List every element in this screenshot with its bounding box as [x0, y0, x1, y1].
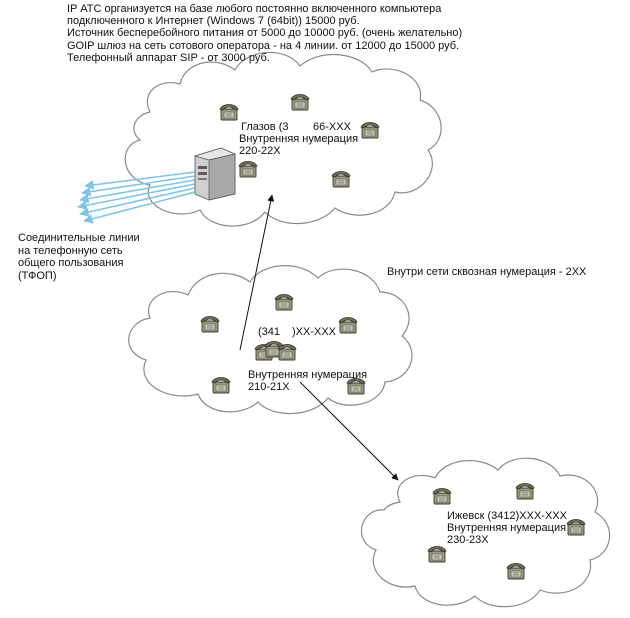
pstn-line: (ТФОП): [18, 269, 57, 282]
ip-phone-icon: [274, 294, 294, 311]
header-line: подключенного к Интернет (Windows 7 (64b…: [67, 15, 360, 28]
izhevsk-number: Ижевск (3412)XXX-XXX: [447, 510, 567, 522]
glazov-number-part1: Глазов (3: [241, 121, 289, 133]
server-icon: [193, 147, 237, 201]
cloud-izhevsk: [360, 457, 611, 608]
izhevsk-internal-label: Внутренняя нумерация: [447, 522, 567, 534]
cloud-middle: [128, 265, 413, 415]
ip-phone-icon: [432, 488, 452, 505]
pstn-lines: [77, 171, 196, 224]
izhevsk-internal-range: 230-23X: [447, 534, 489, 546]
header-text-block: IP АТС организуется на базе любого посто…: [67, 3, 462, 64]
connector-middle-to-glazov: [239, 194, 275, 351]
middle-internal-label: Внутренняя нумерация: [248, 369, 368, 381]
middle-number-part2: )XX-XXX: [292, 326, 337, 338]
header-line: IP АТС организуется на базе любого посто…: [67, 3, 442, 15]
middle-internal-range: 210-21X: [248, 381, 290, 393]
ip-phone-icon: [211, 377, 231, 394]
header-line: Телефонный аппарат SIP - от 3000 руб.: [67, 51, 270, 64]
pstn-label: Соединительные линии на телефонную сеть …: [18, 232, 140, 282]
middle-number-part1: (341: [258, 326, 281, 338]
ip-phone-icon: [200, 316, 220, 333]
pstn-line: на телефонную сеть: [18, 244, 123, 257]
ip-phone-icon: [566, 519, 586, 536]
ip-phone-icon: [515, 483, 535, 500]
ip-phone-icon: [290, 94, 310, 111]
header-line: GOIP шлюз на сеть сотового оператора - н…: [67, 39, 460, 52]
ip-phone-icon: [331, 171, 351, 188]
ip-phone-icon: [238, 161, 258, 178]
connector-middle-to-izhevsk: [299, 381, 399, 481]
glazov-number-part2: 66-XXX: [313, 121, 351, 133]
ip-phone-icon: [506, 563, 526, 580]
header-line: Источник бесперебойного питания от 5000 …: [67, 27, 463, 40]
ip-phone-icon: [427, 546, 447, 563]
pstn-line: общего пользования: [18, 257, 124, 269]
ip-phone-icon: [219, 104, 239, 121]
ip-phone-icon: [360, 122, 380, 139]
pstn-line: Соединительные линии: [18, 232, 140, 244]
ip-phone-icon: [338, 317, 358, 334]
glazov-internal-label: Внутренняя нумерация: [239, 133, 359, 145]
glazov-internal-range: 220-22X: [239, 145, 281, 157]
network-numbering-note: Внутри сети сквозная нумерация - 2XX: [387, 266, 587, 278]
